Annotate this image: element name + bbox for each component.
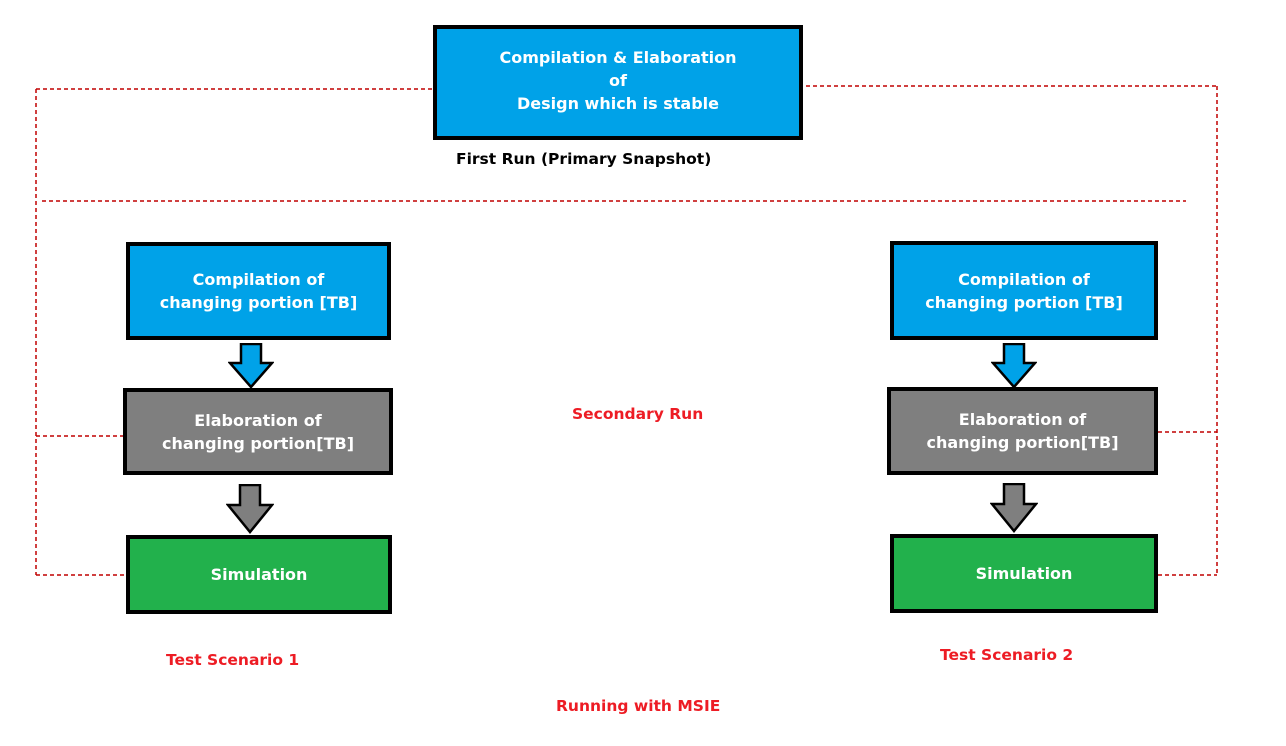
scenario-label-2: Test Scenario 2 <box>940 646 1074 664</box>
sim-text-2: Simulation <box>975 564 1073 583</box>
compile-box-1: Compilation of changing portion [TB] <box>126 242 391 340</box>
scenario-label-1: Test Scenario 1 <box>166 651 300 669</box>
primary-box-text: Compilation & Elaboration of Design whic… <box>499 48 737 113</box>
sim-box-1: Simulation <box>126 535 392 614</box>
compile-text-1: Compilation of changing portion [TB] <box>159 270 358 312</box>
secondary-run-label: Secondary Run <box>572 405 704 423</box>
sim-text-1: Simulation <box>210 565 308 584</box>
down-arrow-icon <box>226 484 274 534</box>
elab-box-2: Elaboration of changing portion[TB] <box>887 387 1158 475</box>
elab-box-1: Elaboration of changing portion[TB] <box>123 388 393 475</box>
down-arrow-icon <box>228 343 274 389</box>
down-arrow-icon <box>990 483 1038 533</box>
compile-box-2: Compilation of changing portion [TB] <box>890 241 1158 340</box>
footer-label: Running with MSIE <box>556 697 721 715</box>
elab-text-2: Elaboration of changing portion[TB] <box>926 410 1119 452</box>
primary-box: Compilation & Elaboration of Design whic… <box>433 25 803 140</box>
primary-caption: First Run (Primary Snapshot) <box>456 150 712 168</box>
sim-box-2: Simulation <box>890 534 1158 613</box>
elab-text-1: Elaboration of changing portion[TB] <box>162 410 354 453</box>
down-arrow-icon <box>991 343 1037 389</box>
compile-text-2: Compilation of changing portion [TB] <box>925 269 1123 312</box>
